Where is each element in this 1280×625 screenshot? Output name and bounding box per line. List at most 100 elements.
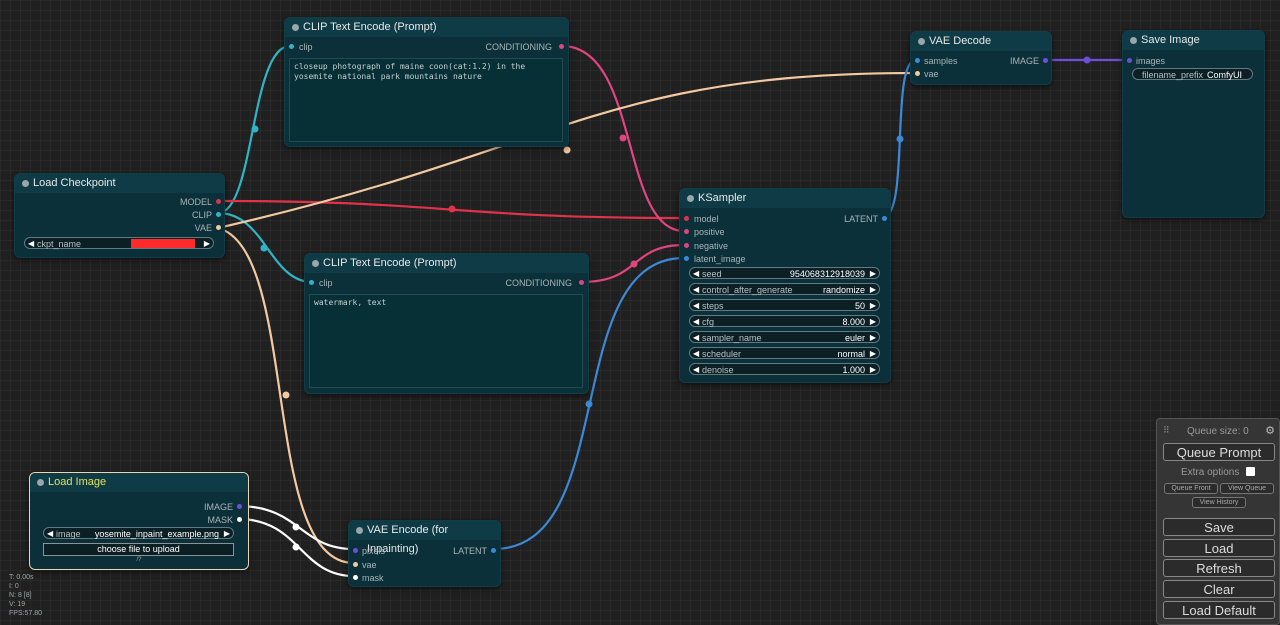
vae-input-dot-icon[interactable] [915,71,920,76]
collapse-dot-icon[interactable] [687,195,694,202]
conditioning-output-dot-icon[interactable] [579,280,584,285]
load-image-node[interactable]: Load Image IMAGE MASK ◀ image yosemite_i… [29,472,249,570]
collapse-dot-icon[interactable] [22,180,29,187]
arrow-right-icon[interactable]: ▶ [869,317,876,326]
negative-input-dot-icon[interactable] [684,243,689,248]
mask-input-dot-icon[interactable] [353,575,358,580]
image-output-dot-icon[interactable] [1043,58,1048,63]
clip-input-dot-icon[interactable] [309,280,314,285]
queue-size-label: Queue size: 0 [1187,426,1249,437]
save-button[interactable]: Save [1163,518,1275,536]
load-checkpoint-node[interactable]: Load Checkpoint MODEL CLIP VAE ◀ ckpt_na… [14,173,225,258]
image-select-widget[interactable]: ◀ image yosemite_inpaint_example.png ▶ [43,527,234,539]
node-title[interactable]: VAE Decode [911,32,1051,51]
widget-value: 954068312918039 [789,269,865,279]
node-title[interactable]: Save Image [1123,31,1264,50]
samples-input-dot-icon[interactable] [915,58,920,63]
images-input-dot-icon[interactable] [1127,58,1132,63]
arrow-left-icon[interactable]: ◀ [693,317,700,326]
arrow-left-icon[interactable]: ◀ [693,365,700,374]
model-input-dot-icon[interactable] [684,216,689,221]
positive-input-dot-icon[interactable] [684,229,689,234]
arrow-right-icon[interactable]: ▶ [869,301,876,310]
vae-output-label: VAE [194,223,212,233]
arrow-left-icon[interactable]: ◀ [47,529,54,538]
pixels-input-dot-icon[interactable] [353,548,358,553]
conditioning-output-dot-icon[interactable] [559,44,564,49]
prompt-textarea[interactable]: watermark, text [309,294,583,388]
arrow-right-icon[interactable]: ▶ [869,365,876,374]
drag-handle-icon[interactable]: ⠿ [1163,425,1170,435]
ckpt-name-widget[interactable]: ◀ ckpt_name ▶ [24,237,214,249]
vae-input-label: vae [924,69,939,79]
collapse-dot-icon[interactable] [37,479,44,486]
seed-widget[interactable]: ◀seed 954068312918039 ▶ [689,267,880,279]
node-title[interactable]: Load Checkpoint [15,174,224,193]
refresh-button[interactable]: Refresh [1163,559,1275,577]
arrow-right-icon[interactable]: ▶ [223,529,230,538]
mask-output-dot-icon[interactable] [237,517,242,522]
filename-prefix-widget[interactable]: filename_prefix ComfyUI [1132,68,1253,80]
choose-file-button[interactable]: choose file to upload [43,543,234,556]
widget-label: seed [702,269,722,279]
arrow-left-icon[interactable]: ◀ [693,269,700,278]
view-history-button[interactable]: View History [1192,497,1246,508]
extra-options-checkbox[interactable] [1246,467,1255,476]
model-output-dot-icon[interactable] [216,199,221,204]
node-title-text: VAE Encode (for Inpainting) [367,524,449,555]
collapse-dot-icon[interactable] [1130,37,1137,44]
node-title[interactable]: VAE Encode (for Inpainting) [349,521,500,555]
arrow-right-icon[interactable]: ▶ [869,349,876,358]
prompt-textarea[interactable]: closeup photograph of maine coon(cat:1.2… [289,58,563,142]
node-title[interactable]: Load Image [30,473,248,492]
node-title[interactable]: KSampler [680,189,890,208]
pixels-input-label: pixels [362,546,386,556]
arrow-right-icon[interactable]: ▶ [869,333,876,342]
arrow-right-icon[interactable]: ▶ [869,269,876,278]
queue-prompt-button[interactable]: Queue Prompt [1163,443,1275,461]
load-button[interactable]: Load [1163,539,1275,557]
node-title[interactable]: CLIP Text Encode (Prompt) [285,18,568,37]
latent-image-input-dot-icon[interactable] [684,256,689,261]
load-default-button[interactable]: Load Default [1163,601,1275,619]
wire-model-to-ksampler [217,199,685,220]
ksampler-node[interactable]: KSampler model LATENT positive negative … [679,188,891,383]
vae-input-dot-icon[interactable] [353,562,358,567]
latent-output-dot-icon[interactable] [882,216,887,221]
clear-button[interactable]: Clear [1163,580,1275,598]
collapse-dot-icon[interactable] [292,24,299,31]
clip-text-encode-positive-node[interactable]: CLIP Text Encode (Prompt) clip CONDITION… [284,17,569,147]
node-title-text: Load Checkpoint [33,177,116,189]
arrow-left-icon[interactable]: ◀ [693,301,700,310]
arrow-left-icon[interactable]: ◀ [693,333,700,342]
arrow-right-icon[interactable]: ▶ [203,239,210,248]
clip-output-dot-icon[interactable] [216,212,221,217]
save-image-node[interactable]: Save Image images filename_prefix ComfyU… [1122,30,1265,218]
widget-value: ComfyUI [1206,70,1242,80]
vae-encode-inpainting-node[interactable]: VAE Encode (for Inpainting) pixels LATEN… [348,520,501,587]
queue-front-button[interactable]: Queue Front [1164,483,1218,494]
latent-output-dot-icon[interactable] [491,548,496,553]
settings-gear-icon[interactable]: ⚙ [1265,425,1275,437]
collapse-dot-icon[interactable] [356,527,363,534]
view-queue-button[interactable]: View Queue [1220,483,1274,494]
arrow-right-icon[interactable]: ▶ [869,285,876,294]
clip-input-dot-icon[interactable] [289,44,294,49]
arrow-left-icon[interactable]: ◀ [28,239,35,248]
image-output-dot-icon[interactable] [237,504,242,509]
collapse-dot-icon[interactable] [312,260,319,267]
node-title[interactable]: CLIP Text Encode (Prompt) [305,254,588,273]
collapse-dot-icon[interactable] [918,38,925,45]
vae-output-dot-icon[interactable] [216,225,221,230]
clip-text-encode-negative-node[interactable]: CLIP Text Encode (Prompt) clip CONDITION… [304,253,589,394]
arrow-left-icon[interactable]: ◀ [693,285,700,294]
vae-decode-node[interactable]: VAE Decode samples IMAGE vae [910,31,1052,85]
node-title-text: Load Image [48,476,107,488]
arrow-left-icon[interactable]: ◀ [693,349,700,358]
